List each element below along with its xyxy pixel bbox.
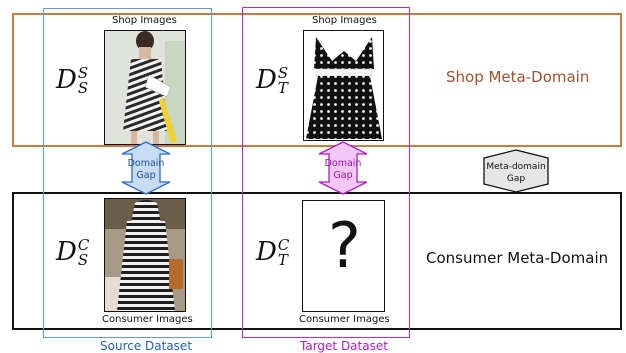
shop-meta-domain-label: Shop Meta-Domain: [446, 68, 590, 86]
target-shop-images-label: Shop Images: [312, 15, 377, 26]
source-domain-gap-label-line1: Domain: [128, 158, 165, 169]
target-consumer-image-unknown: ?: [302, 200, 385, 312]
target-domain-gap-label-line1: Domain: [325, 158, 362, 169]
question-mark: ?: [328, 209, 361, 282]
shop-meta-domain-box: [12, 13, 622, 147]
consumer-meta-domain-box: [12, 192, 622, 330]
source-dataset-box: [43, 8, 212, 338]
source-consumer-images-label: Consumer Images: [102, 314, 193, 325]
source-dataset-label: Source Dataset: [100, 339, 193, 353]
striped-hoodie-dress-photo: [105, 199, 185, 311]
source-domain-gap-arrow: Domain Gap: [121, 141, 171, 195]
target-consumer-images-label: Consumer Images: [299, 314, 390, 325]
source-shop-images-label: Shop Images: [112, 15, 177, 26]
source-domain-gap-label-line2: Gap: [136, 170, 155, 181]
source-shop-image: [104, 30, 186, 145]
target-dataset-label: Target Dataset: [300, 339, 388, 353]
target-domain-gap-label-line2: Gap: [333, 170, 352, 181]
meta-domain-gap-label-line1: Meta-domain: [486, 162, 545, 172]
consumer-meta-domain-label: Consumer Meta-Domain: [426, 249, 609, 267]
target-shop-image: [303, 30, 384, 141]
polka-dot-dress-photo: [304, 31, 383, 140]
meta-domain-gap-arrow: Meta-domain Gap: [483, 149, 549, 193]
meta-domain-gap-label-line2: Gap: [507, 174, 525, 184]
target-dataset-box: [242, 7, 410, 338]
source-consumer-image: [104, 198, 186, 312]
target-domain-gap-arrow: Domain Gap: [318, 141, 368, 195]
striped-dress-model-photo: [105, 31, 185, 144]
